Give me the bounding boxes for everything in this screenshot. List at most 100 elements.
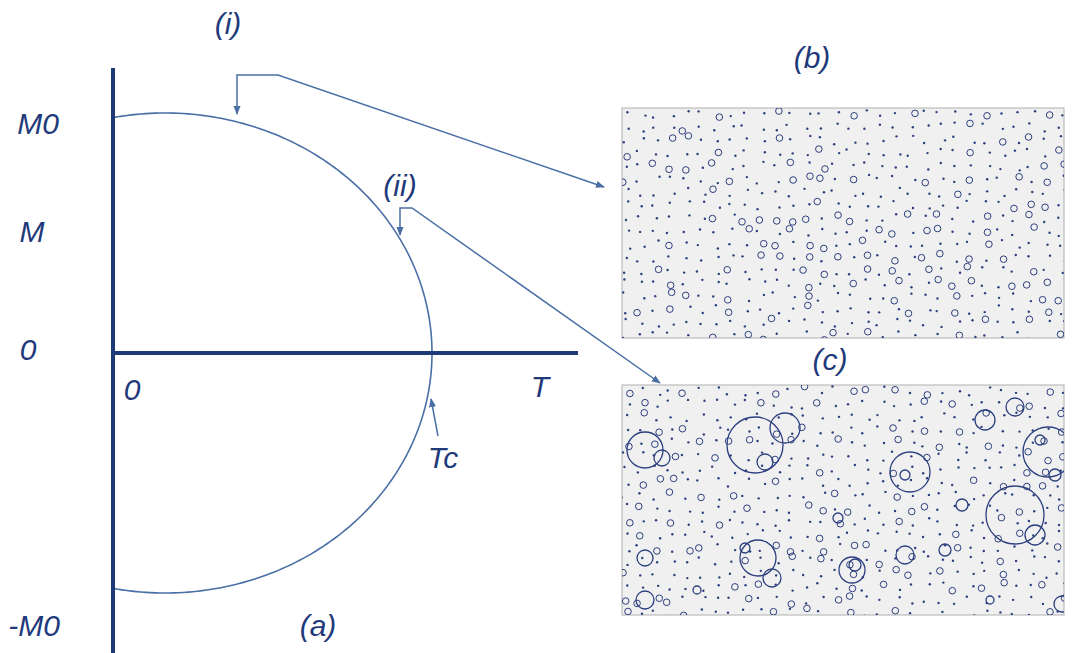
spin-dot <box>970 164 972 166</box>
spin-dot <box>910 292 912 294</box>
spin-dot <box>1049 254 1051 256</box>
spin-circle <box>789 219 796 226</box>
spin-circle <box>716 114 723 121</box>
spin-circle <box>876 561 883 568</box>
spin-dot <box>1000 389 1002 391</box>
spin-dot <box>654 295 656 297</box>
spin-circle <box>624 154 631 161</box>
panel-label: (c) <box>813 345 848 375</box>
spin-dot <box>927 168 929 170</box>
spin-circle <box>949 587 956 594</box>
spin-dot <box>685 420 687 422</box>
spin-circle <box>627 390 634 397</box>
spin-dot <box>809 113 811 115</box>
spin-dot <box>788 512 790 514</box>
spin-dot <box>643 520 645 522</box>
spin-circle <box>807 173 814 180</box>
spin-dot <box>1012 321 1014 323</box>
spin-dot <box>757 392 759 394</box>
spin-dot <box>981 266 983 268</box>
spin-dot <box>823 191 825 193</box>
spin-dot <box>756 182 758 184</box>
spin-dot <box>788 464 790 466</box>
spin-circle <box>790 177 797 184</box>
spin-dot <box>674 560 676 562</box>
spin-dot <box>729 519 731 521</box>
spin-dot <box>756 412 758 414</box>
spin-dot <box>953 603 955 605</box>
spin-dot <box>702 512 704 514</box>
spin-dot <box>730 416 732 418</box>
spin-dot <box>1061 114 1063 116</box>
spin-dot <box>971 295 973 297</box>
spin-dot <box>652 260 654 262</box>
spin-dot <box>908 532 910 534</box>
spin-dot <box>973 142 975 144</box>
spin-dot <box>652 280 654 282</box>
spin-circle <box>851 113 858 120</box>
spin-dot <box>898 308 900 310</box>
spin-circle <box>773 431 780 438</box>
spin-dot <box>831 455 833 457</box>
spin-circle <box>984 112 991 119</box>
spin-dot <box>641 205 643 207</box>
spin-dot <box>1011 308 1013 310</box>
spin-dot <box>1028 614 1030 615</box>
spin-circle <box>926 266 933 273</box>
spin-dot <box>762 324 764 326</box>
spin-circle <box>821 245 828 252</box>
spin-dot <box>696 270 698 272</box>
spin-circle <box>1059 454 1064 461</box>
spin-circle <box>850 571 857 578</box>
spin-dot <box>831 431 833 433</box>
spin-circle <box>710 186 717 193</box>
spin-dot <box>877 205 879 207</box>
spin-dot <box>884 550 886 552</box>
spin-circle <box>709 334 716 338</box>
spin-dot <box>941 482 943 484</box>
spin-dot <box>998 401 1000 403</box>
spin-dot <box>627 200 629 202</box>
spin-circle <box>667 306 674 313</box>
spin-circle <box>1000 571 1007 578</box>
spin-dot <box>697 244 699 246</box>
spin-dot <box>718 273 720 275</box>
spin-dot <box>939 468 941 470</box>
spin-circle <box>985 443 992 450</box>
spin-dot <box>966 446 968 448</box>
spin-dot <box>641 613 643 615</box>
spin-dot <box>973 467 975 469</box>
spin-circle <box>905 310 912 317</box>
spin-circle <box>742 557 749 564</box>
spin-circle <box>1046 309 1053 316</box>
spin-dot <box>1044 407 1046 409</box>
spin-dot <box>926 477 928 479</box>
spin-circle <box>851 542 858 549</box>
spin-circle <box>668 289 675 296</box>
spin-dot <box>656 507 658 509</box>
spin-dot <box>744 271 746 273</box>
spin-circle <box>848 609 855 615</box>
spin-circle <box>669 135 676 142</box>
spin-dot <box>937 452 939 454</box>
spin-dot <box>712 231 714 233</box>
spin-circle <box>745 595 752 602</box>
spin-dot <box>939 533 941 535</box>
spin-dot <box>821 392 823 394</box>
spin-dot <box>793 258 795 260</box>
spin-dot <box>673 115 675 117</box>
spin-dot <box>697 125 699 127</box>
spin-dot <box>878 511 880 513</box>
spin-dot <box>701 608 703 610</box>
spin-dot <box>684 588 686 590</box>
spin-dot <box>700 259 702 261</box>
spin-dot <box>849 307 851 309</box>
spin-cluster <box>986 486 1044 544</box>
spin-dot <box>792 307 794 309</box>
spin-dot <box>1048 232 1050 234</box>
spin-dot <box>639 429 641 431</box>
spin-dot <box>772 291 774 293</box>
spin-dot <box>673 127 675 129</box>
spin-dot <box>973 498 975 500</box>
spin-dot <box>733 333 735 335</box>
